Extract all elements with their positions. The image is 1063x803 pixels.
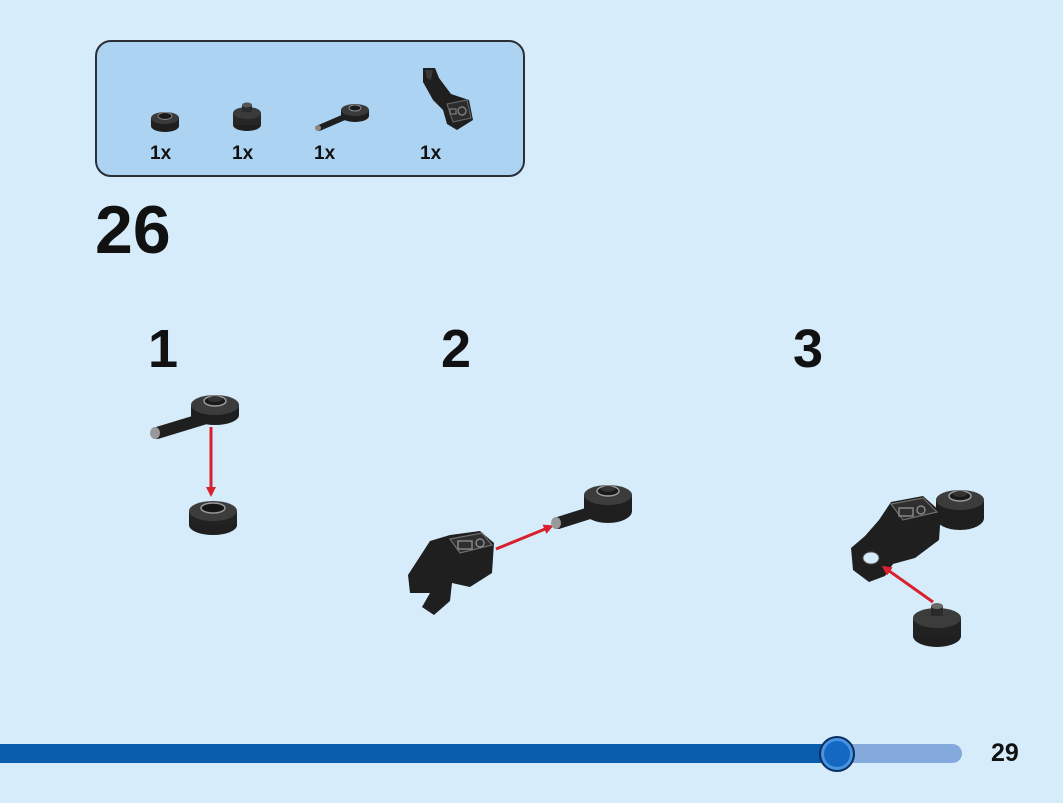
part-quantity: 1x (314, 143, 336, 164)
part-quantity: 1x (150, 143, 172, 164)
part-quantity: 1x (232, 143, 254, 164)
substep-number: 3 (793, 319, 824, 379)
arm-bracket-icon (423, 68, 473, 130)
step-number: 26 (95, 192, 171, 268)
assembled-arm-piece (851, 490, 984, 582)
substep-2-illustration (408, 485, 632, 615)
progress-bar (0, 736, 962, 772)
plate-with-bar-icon (315, 104, 369, 131)
substep-number: 2 (441, 319, 472, 379)
arm-bracket-piece (408, 531, 494, 615)
part-quantity: 1x (420, 143, 442, 164)
substep-number: 1 (148, 319, 179, 379)
substep-3-illustration (851, 490, 984, 647)
round-brick-icon (233, 102, 261, 131)
assembly-arrow (495, 524, 554, 551)
round-plate-piece (189, 501, 237, 535)
progress-fill (0, 744, 837, 763)
assembly-arrow (881, 565, 934, 604)
plate-with-bar-piece (551, 485, 632, 529)
plate-with-bar-piece (150, 395, 239, 439)
round-brick-piece (913, 603, 961, 647)
page-number: 29 (991, 739, 1019, 767)
progress-knob (818, 736, 855, 772)
substep-1-illustration (150, 395, 239, 535)
parts-list-box: 1x 1x 1x 1x (95, 40, 525, 177)
round-plate-icon (151, 112, 179, 132)
